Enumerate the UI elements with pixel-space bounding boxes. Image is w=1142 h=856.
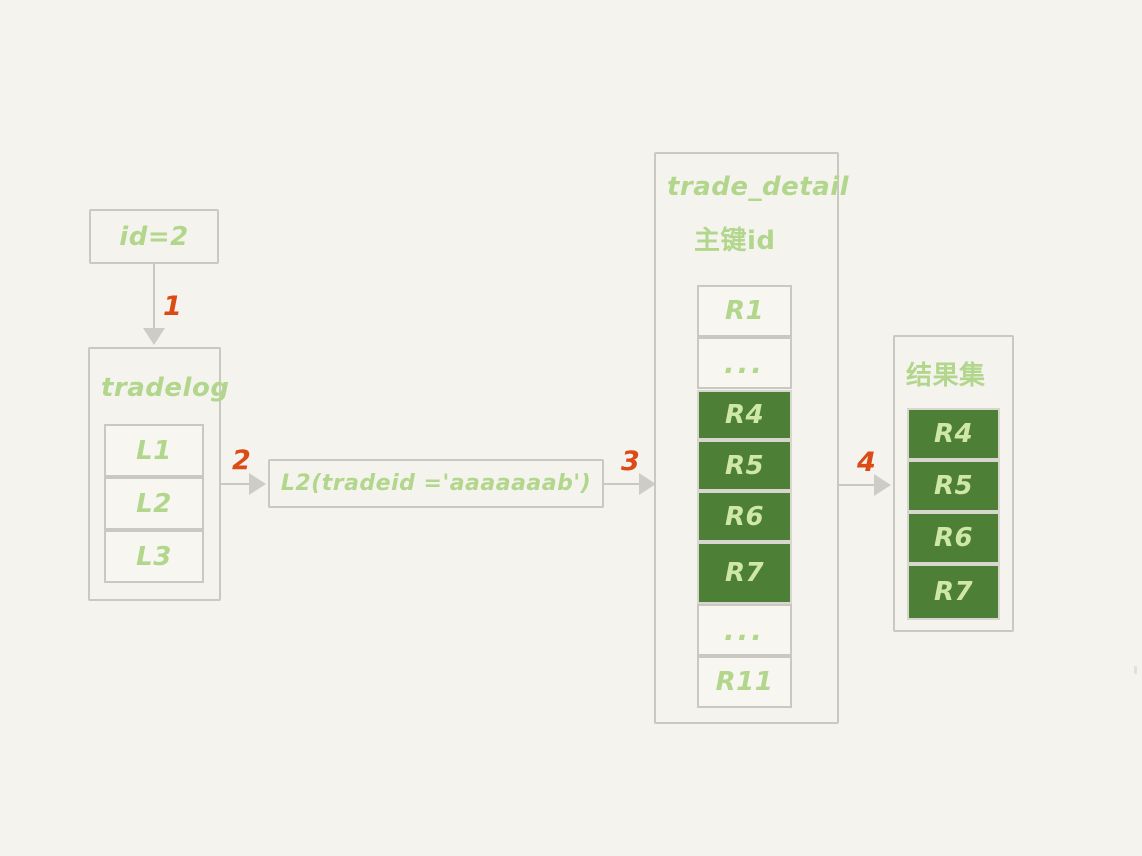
trade-detail-row-ellipsis-bottom-label: ... bbox=[724, 613, 765, 647]
trade-detail-row-ellipsis-top: ... bbox=[697, 337, 792, 389]
connector-4-line bbox=[839, 484, 887, 486]
tradelog-row-l3-label: L3 bbox=[136, 541, 172, 572]
trade-detail-row-r1-label: R1 bbox=[724, 296, 765, 326]
connector-3-line bbox=[604, 483, 652, 485]
trade-detail-row-r4: R4 bbox=[697, 390, 792, 440]
step-2-number: 2 bbox=[232, 445, 251, 476]
trade-detail-row-r5: R5 bbox=[697, 440, 792, 491]
node-trade-detail-title-line2: 主键id bbox=[694, 226, 776, 256]
connector-3-arrowhead bbox=[639, 473, 656, 495]
node-result-set-title: 结果集 bbox=[906, 361, 986, 391]
step-3-number: 3 bbox=[621, 446, 640, 477]
node-lookup: L2(tradeid ='aaaaaaab') bbox=[268, 459, 604, 508]
node-tradelog-title: tradelog bbox=[101, 373, 230, 403]
tradelog-row-l2: L2 bbox=[104, 477, 204, 530]
trade-detail-row-r11: R11 bbox=[697, 656, 792, 708]
result-set-row-r7: R7 bbox=[907, 564, 1000, 620]
result-set-row-r5: R5 bbox=[907, 460, 1000, 512]
node-condition-label: id=2 bbox=[119, 221, 189, 252]
result-set-row-r4: R4 bbox=[907, 408, 1000, 460]
trade-detail-row-ellipsis-bottom: ... bbox=[697, 604, 792, 656]
node-condition: id=2 bbox=[89, 209, 219, 264]
step-4-number: 4 bbox=[857, 447, 876, 478]
step-1-number: 1 bbox=[163, 291, 182, 322]
result-set-row-r7-label: R7 bbox=[933, 577, 974, 607]
result-set-row-r6: R6 bbox=[907, 512, 1000, 564]
connector-1-line bbox=[153, 264, 155, 336]
background-speck bbox=[1134, 666, 1137, 674]
trade-detail-row-r5-label: R5 bbox=[724, 450, 765, 481]
connector-1-arrowhead bbox=[143, 328, 165, 345]
connector-2-arrowhead bbox=[249, 473, 266, 495]
tradelog-row-l2-label: L2 bbox=[136, 488, 172, 519]
connector-4-arrowhead bbox=[874, 474, 891, 496]
tradelog-row-l1: L1 bbox=[104, 424, 204, 477]
trade-detail-row-r11-label: R11 bbox=[715, 667, 774, 697]
result-set-row-r6-label: R6 bbox=[933, 523, 974, 553]
connector-2-line bbox=[221, 483, 261, 485]
trade-detail-row-r6: R6 bbox=[697, 491, 792, 542]
tradelog-row-l3: L3 bbox=[104, 530, 204, 583]
trade-detail-row-r7-label: R7 bbox=[724, 558, 765, 588]
trade-detail-row-ellipsis-top-label: ... bbox=[724, 346, 765, 380]
tradelog-row-l1-label: L1 bbox=[136, 435, 172, 466]
trade-detail-row-r1: R1 bbox=[697, 285, 792, 337]
result-set-row-r4-label: R4 bbox=[933, 419, 974, 449]
node-lookup-label: L2(tradeid ='aaaaaaab') bbox=[280, 471, 592, 496]
trade-detail-row-r4-label: R4 bbox=[724, 400, 765, 430]
node-trade-detail-title-line1: trade_detail bbox=[667, 172, 850, 202]
result-set-row-r5-label: R5 bbox=[933, 471, 974, 501]
trade-detail-row-r6-label: R6 bbox=[724, 501, 765, 532]
trade-detail-row-r7: R7 bbox=[697, 542, 792, 604]
